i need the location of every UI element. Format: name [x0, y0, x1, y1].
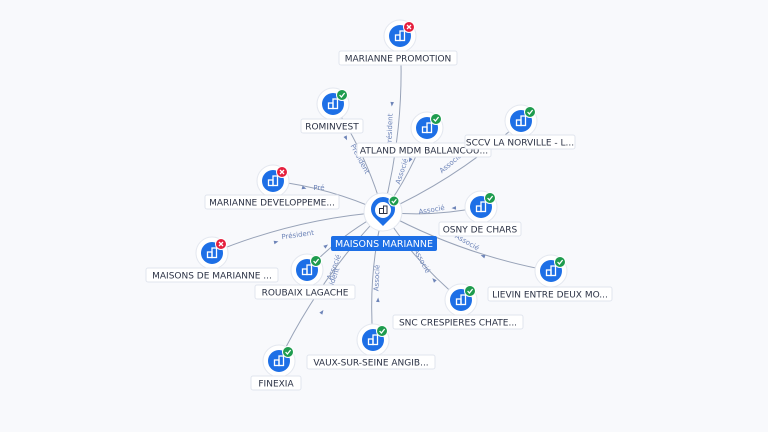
check-icon — [282, 346, 294, 358]
cross-icon — [403, 21, 415, 33]
graph-nodes: MARIANNE PROMOTION ROMINVEST ATLAND MDM BA… — [145, 19, 613, 391]
node-label: SNC CRESPIERES CHATE... — [399, 319, 517, 329]
company-building-icon — [421, 122, 433, 134]
node-label-box — [438, 221, 522, 237]
company-building-icon — [475, 201, 487, 213]
node-vaux-sur-seine[interactable]: VAUX-SUR-SEINE ANGIB... — [306, 323, 436, 370]
edge-label-vaux-sur-seine: Associé — [373, 265, 382, 292]
company-building-icon — [455, 294, 467, 306]
edge-label-osny-de-chars: Associé — [418, 204, 445, 216]
node-label: ROUBAIX LAGACHE — [262, 289, 349, 299]
node-label-box — [300, 118, 364, 134]
node-label-box — [145, 267, 279, 283]
company-building-icon — [301, 264, 313, 276]
node-label: MAISONS DE MARIANNE ... — [152, 272, 272, 282]
check-icon — [376, 325, 388, 337]
edge-arrow-marianne-developpement — [301, 185, 307, 190]
company-building-icon — [267, 175, 279, 187]
edge-arrow-lievin-entre-deux — [480, 254, 486, 259]
edge-arrow-maisons-de-marianne — [273, 240, 279, 245]
company-building-icon — [394, 30, 406, 42]
node-label-box — [306, 354, 436, 370]
center-node-label-box — [331, 236, 437, 251]
edge-arrow-finexia — [319, 309, 324, 315]
node-label-box — [392, 314, 524, 330]
edge-label-maisons-de-marianne: Président — [281, 229, 315, 242]
center-node[interactable]: MAISONS MARIANNE — [331, 192, 437, 251]
node-lievin-entre-deux[interactable]: LIEVIN ENTRE DEUX MO... — [487, 254, 613, 302]
edge-label-snc-crespieres: Associé — [412, 247, 431, 274]
check-icon — [484, 192, 496, 204]
node-label-box — [250, 375, 302, 391]
company-building-icon — [379, 205, 388, 214]
edge-label-atland-mdm: Associé — [394, 158, 410, 186]
node-marianne-promotion[interactable]: MARIANNE PROMOTION — [338, 19, 458, 66]
company-building-icon — [367, 334, 379, 346]
check-icon — [464, 285, 476, 297]
company-building-icon — [515, 115, 527, 127]
check-icon — [554, 256, 566, 268]
node-osny-de-chars[interactable]: OSNY DE CHARS — [438, 190, 522, 237]
node-label: LIEVIN ENTRE DEUX MO... — [492, 291, 608, 301]
node-label: FINEXIA — [258, 380, 294, 390]
node-marianne-developpement[interactable]: MARIANNE DEVELOPPEME... — [204, 164, 340, 210]
node-label: ROMINVEST — [305, 123, 359, 133]
node-label: SCCV LA NORVILLE - L... — [466, 139, 574, 149]
edge-arrow-marianne-promotion — [390, 101, 394, 107]
edge-finexia — [278, 211, 384, 362]
company-building-icon — [273, 355, 285, 367]
company-building-icon — [327, 98, 339, 110]
node-rominvest[interactable]: ROMINVEST — [300, 87, 364, 134]
edge-arrow-rominvest — [343, 135, 348, 141]
node-label-box — [338, 50, 458, 66]
node-label: MARIANNE DEVELOPPEME... — [209, 199, 335, 209]
node-label: VAUX-SUR-SEINE ANGIB... — [313, 359, 428, 369]
node-label-box — [464, 134, 576, 150]
edge-arrow-osny-de-chars — [451, 206, 457, 210]
check-icon — [310, 255, 322, 267]
node-finexia[interactable]: FINEXIA — [250, 344, 302, 391]
node-label-box — [356, 142, 492, 158]
cross-icon — [276, 166, 288, 178]
company-building-icon — [206, 247, 218, 259]
edge-arrow-atland-mdm — [408, 157, 413, 163]
node-label: MARIANNE PROMOTION — [345, 55, 452, 65]
edge-arrow-vaux-sur-seine — [376, 297, 380, 303]
edge-arrow-snc-crespieres — [432, 278, 437, 283]
node-label: OSNY DE CHARS — [443, 226, 518, 236]
cross-icon — [215, 238, 227, 250]
edge-maisons-de-marianne — [211, 211, 384, 254]
check-icon — [524, 106, 536, 118]
node-sccv-la-norville[interactable]: SCCV LA NORVILLE - L... — [464, 104, 576, 150]
node-maisons-de-marianne[interactable]: MAISONS DE MARIANNE ... — [145, 236, 279, 283]
edge-arrow-roubaix-lagache — [323, 244, 328, 249]
edge-lievin-entre-deux — [382, 211, 552, 272]
check-icon — [388, 195, 400, 207]
node-label-box — [487, 286, 613, 302]
check-icon — [336, 89, 348, 101]
node-snc-crespieres[interactable]: SNC CRESPIERES CHATE... — [392, 283, 524, 330]
node-roubaix-lagache[interactable]: ROUBAIX LAGACHE — [254, 253, 356, 300]
check-icon — [430, 113, 442, 125]
center-node-label: MAISONS MARIANNE — [335, 239, 433, 250]
node-label-box — [204, 194, 340, 210]
node-atland-mdm[interactable]: ATLAND MDM BALLANCOU... — [356, 111, 492, 158]
node-label: ATLAND MDM BALLANCOU... — [360, 147, 488, 157]
company-building-icon — [545, 265, 557, 277]
edge-label-marianne-developpement: Pré — [313, 184, 324, 192]
edge-label-marianne-promotion: Président — [385, 113, 394, 146]
node-label-box — [254, 284, 356, 300]
